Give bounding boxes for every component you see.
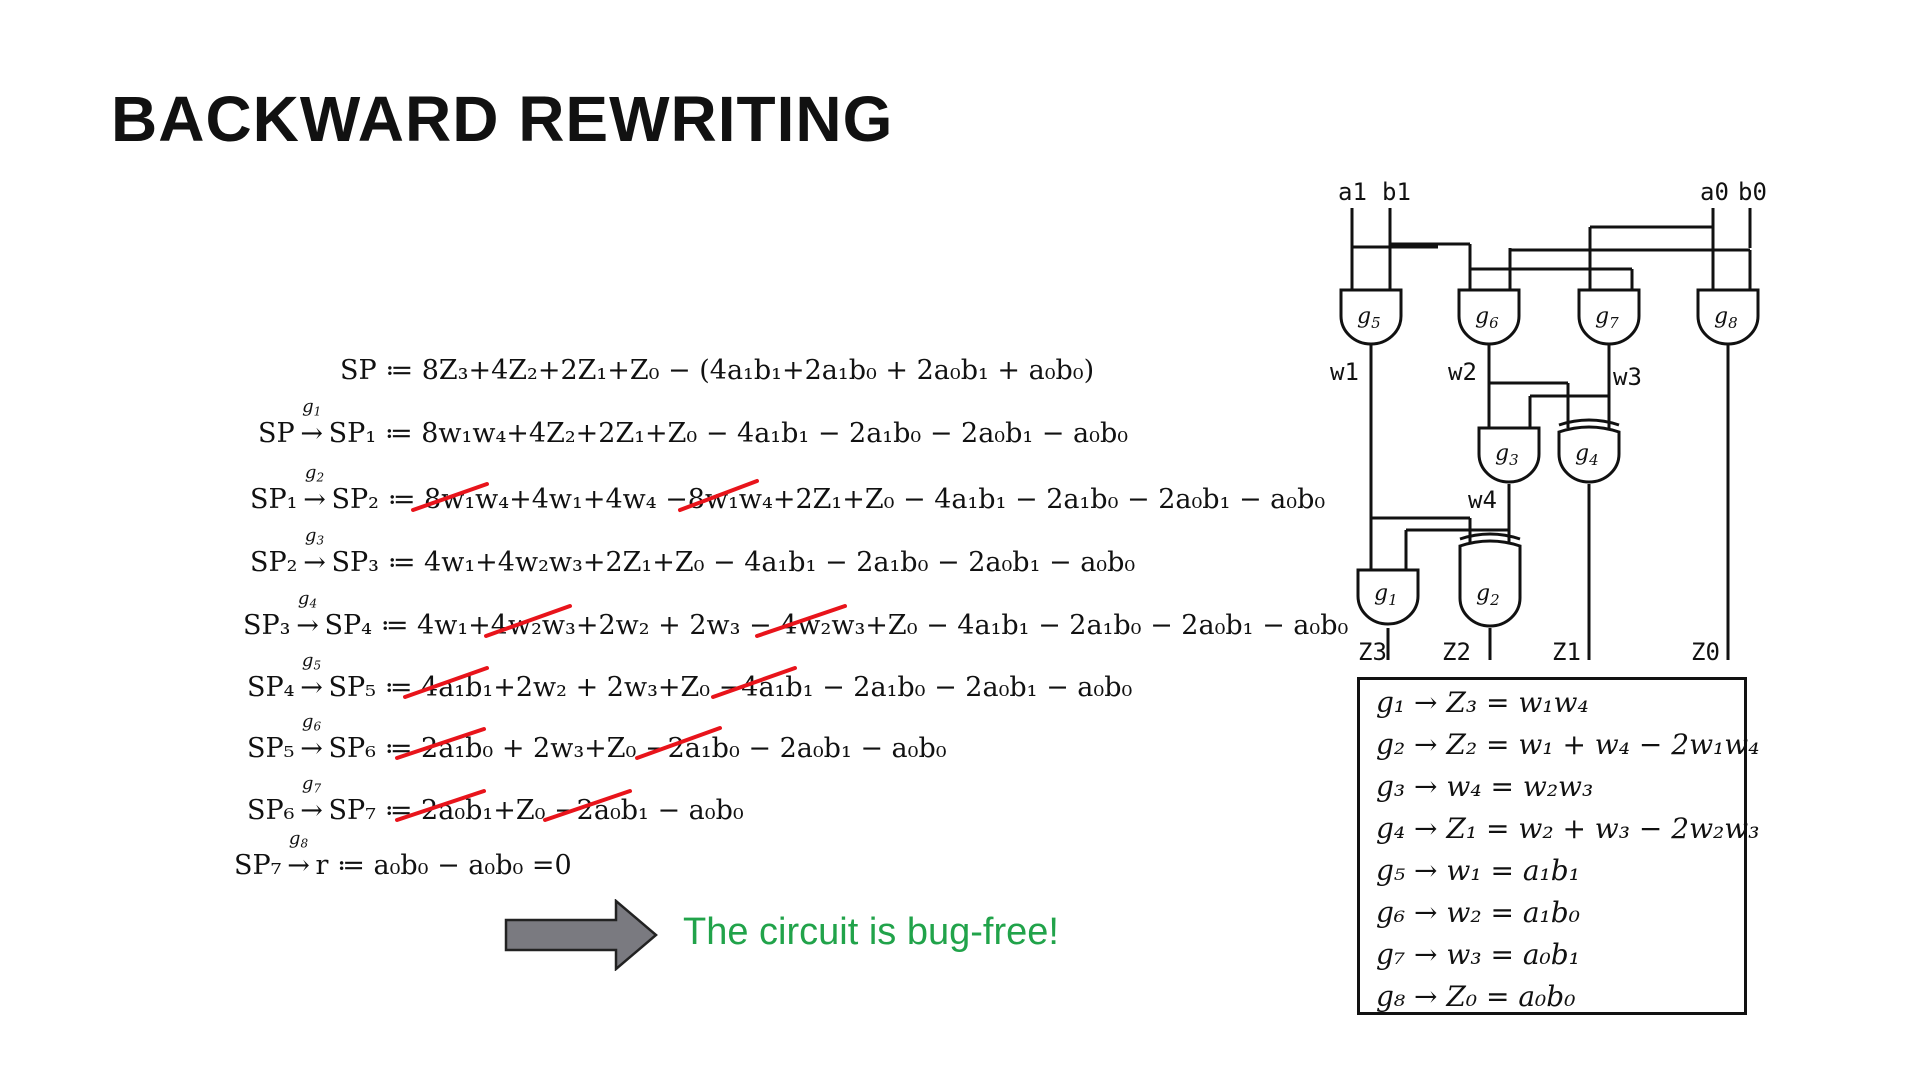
gate-label: g3 (304, 525, 325, 548)
page-title: BACKWARD REWRITING (111, 83, 894, 155)
equation-text: SP₂ ≔ 8w₁w₄+4w₁+4w₄ −8w₁w₄+2Z₁+Z₀ − 4a₁b… (331, 484, 1326, 515)
equation-lhs: SP₅ (247, 733, 295, 764)
rewrite-arrow: g2→ (299, 462, 331, 515)
circuit-diagram: g5 g6 g7 g8 g3 g4 g1 g2 a1 b1 a0 b0 w1 w… (1330, 178, 1767, 666)
wire-label: w1 (1330, 358, 1359, 386)
equation-text: SP₆ ≔ 2a₁b₀ + 2w₃+Z₀ −2a₁b₀ − 2a₀b₁ − a₀… (328, 733, 947, 764)
xor-gate-g4 (1557, 425, 1621, 484)
gate-label: g8 (288, 828, 309, 851)
wire-label: w2 (1448, 358, 1477, 386)
wire-label: w3 (1613, 363, 1642, 391)
equation-lhs: SP₃ (243, 610, 291, 641)
output-label: Z2 (1442, 638, 1471, 666)
equation-lhs: SP₂ (250, 547, 298, 578)
input-label: a1 (1338, 178, 1367, 206)
legend-row: g₂ → Z₂ = w₁ + w₄ − 2w₁w₄ (1376, 728, 1760, 761)
wire-label: w4 (1468, 486, 1497, 514)
xor-gate-g2 (1458, 539, 1522, 628)
equation-text: SP ≔ 8Z₃+4Z₂+2Z₁+Z₀ − (4a₁b₁+2a₁b₀ + 2a₀… (340, 355, 1095, 386)
output-label: Z0 (1691, 638, 1720, 666)
equation-lhs: SP₁ (250, 484, 298, 515)
and-gate-g6 (1457, 288, 1521, 346)
equation-lhs: SP₆ (247, 795, 295, 826)
equation-lhs: SP (258, 418, 295, 449)
equation-text: SP₅ ≔ 4a₁b₁+2w₂ + 2w₃+Z₀ −4a₁b₁ − 2a₁b₀ … (328, 672, 1133, 703)
output-label: Z1 (1552, 638, 1581, 666)
output-label: Z3 (1358, 638, 1387, 666)
input-label: b1 (1382, 178, 1411, 206)
equation-text: SP₄ ≔ 4w₁+4w₂w₃+2w₂ + 2w₃ − 4w₂w₃+Z₀ − 4… (324, 610, 1349, 641)
gate-equations-legend: g₁ → Z₃ = w₁w₄ g₂ → Z₂ = w₁ + w₄ − 2w₁w₄… (1357, 677, 1759, 1015)
and-gate-g3 (1477, 426, 1541, 484)
equation-text: r ≔ a₀b₀ − a₀b₀ =0 (315, 850, 572, 881)
gate-label: g1 (302, 396, 322, 419)
legend-row: g₆ → w₂ = a₁b₀ (1376, 896, 1580, 929)
and-gate-g7 (1577, 288, 1641, 346)
equation-text: SP₁ ≔ 8w₁w₄+4Z₂+2Z₁+Z₀ − 4a₁b₁ − 2a₁b₀ −… (328, 418, 1129, 449)
equation-lhs: SP₄ (247, 672, 295, 703)
verdict-text: The circuit is bug-free! (683, 911, 1059, 953)
right-arrow-icon (504, 899, 658, 971)
legend-row: g₃ → w₄ = w₂w₃ (1376, 770, 1594, 803)
legend-row: g₇ → w₃ = a₀b₁ (1376, 938, 1580, 971)
gate-label: g5 (301, 650, 322, 673)
legend-row: g₅ → w₁ = a₁b₁ (1376, 854, 1580, 887)
legend-row: g₄ → Z₁ = w₂ + w₃ − 2w₂w₃ (1376, 812, 1760, 845)
rewrite-arrow: g4→ (292, 588, 324, 641)
rewrite-arrow: g6→ (296, 711, 328, 764)
equation-text: SP₇ ≔ 2a₀b₁+Z₀ −2a₀b₁ − a₀b₀ (328, 795, 744, 826)
equation-row: SP ≔ 8Z₃+4Z₂+2Z₁+Z₀ − (4a₁b₁+2a₁b₀ + 2a₀… (340, 355, 1094, 386)
legend-row: g₈ → Z₀ = a₀b₀ (1376, 980, 1576, 1013)
gate-label: g2 (304, 462, 325, 485)
equation-lhs: SP₇ (234, 850, 282, 881)
rewriting-equations: SP ≔ 8Z₃+4Z₂+2Z₁+Z₀ − (4a₁b₁+2a₁b₀ + 2a₀… (234, 355, 1348, 881)
legend-row: g₁ → Z₃ = w₁w₄ (1376, 686, 1589, 719)
and-gate-g8 (1696, 288, 1760, 346)
rewrite-arrow: g1→ (296, 396, 328, 449)
gate-label: g7 (301, 773, 322, 796)
rewrite-arrow: g3→ (299, 525, 331, 578)
input-label: a0 (1700, 178, 1729, 206)
rewrite-arrow: g7→ (296, 773, 328, 826)
rewrite-arrow: g8→ (283, 828, 315, 881)
gate-label: g4 (297, 588, 318, 611)
input-label: b0 (1738, 178, 1767, 206)
and-gate-g1 (1356, 568, 1420, 626)
and-gate-g5 (1339, 288, 1403, 346)
gate-label: g6 (301, 711, 322, 734)
equation-text: SP₃ ≔ 4w₁+4w₂w₃+2Z₁+Z₀ − 4a₁b₁ − 2a₁b₀ −… (331, 547, 1136, 578)
rewrite-arrow: g5→ (296, 650, 328, 703)
